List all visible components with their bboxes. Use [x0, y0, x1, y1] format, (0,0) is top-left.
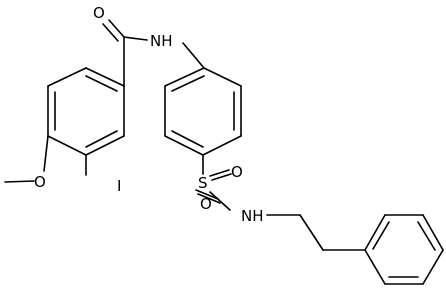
- atom-label-sulfonyl-oxygen-right: O: [231, 163, 243, 181]
- ring-a-benzoyl: [47, 67, 125, 156]
- ring-c-phenyl: [364, 214, 444, 285]
- atom-label-methoxy-oxygen: O: [34, 173, 46, 191]
- atom-label-sulfonyl-oxygen-left: O: [200, 195, 212, 213]
- atom-label-amide-nitrogen: NH: [150, 32, 173, 50]
- carbonyl-group: [102, 19, 148, 87]
- atom-label-carbonyl-oxygen: O: [93, 4, 105, 22]
- phenethyl-chain: [266, 214, 366, 251]
- atom-label-sulfonamide-nitrogen: NH: [241, 207, 264, 225]
- atom-label-sulfonyl-sulfur: S: [198, 174, 208, 192]
- methoxy-group: [4, 135, 49, 183]
- sulfonyl-group: [195, 154, 232, 211]
- atom-label-iodine: I: [117, 177, 121, 195]
- ring-b-phenylene: [164, 42, 242, 156]
